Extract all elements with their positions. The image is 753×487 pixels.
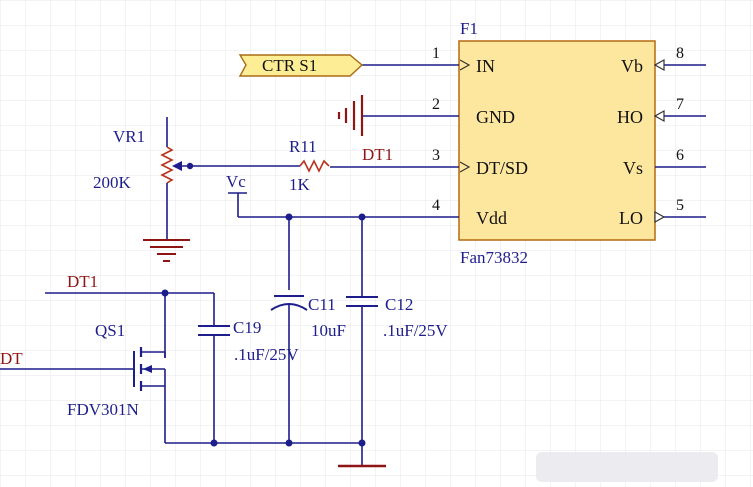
pin-name-dtsd: DT/SD	[476, 158, 528, 178]
c19-designator: C19	[233, 318, 261, 337]
pin-number-1: 1	[432, 45, 440, 62]
pin-name-in: IN	[476, 56, 495, 76]
c12-designator: C12	[385, 295, 413, 314]
pin-number-2: 2	[432, 96, 440, 113]
pin-ho-arrow-icon	[653, 109, 665, 123]
pin-vb-arrow-icon	[653, 58, 665, 72]
pin-name-vb: Vb	[621, 56, 643, 76]
ic-f1[interactable]: F1 Fan73832 1 2 3 4 8 7 6	[238, 19, 706, 267]
capacitor-c12[interactable]: C12 .1uF/25V	[346, 295, 448, 466]
c11-value: 10uF	[311, 321, 346, 340]
wiper-junction	[186, 162, 194, 170]
pin-dtsd-arrow-icon	[459, 161, 471, 173]
ground-symbol-vr1	[143, 239, 190, 262]
power-port-vc[interactable]: Vc	[226, 172, 247, 217]
vr1-designator: VR1	[113, 127, 145, 146]
qs1-designator: QS1	[95, 321, 125, 340]
c19-value: .1uF/25V	[234, 345, 299, 364]
capacitor-c19[interactable]: C19 .1uF/25V	[198, 318, 299, 443]
pin-name-lo: LO	[619, 208, 643, 228]
ic-designator: F1	[460, 19, 478, 38]
pin-number-5: 5	[676, 197, 684, 214]
c11-designator: C11	[308, 295, 336, 314]
watermark-blur	[536, 452, 718, 482]
junction-c19-bottom	[210, 439, 218, 447]
net-label-dt-left: DT	[0, 349, 23, 368]
c12-value: .1uF/25V	[383, 321, 448, 340]
port-label: CTR S1	[262, 56, 317, 75]
pin-number-7: 7	[676, 96, 684, 113]
pin-number-6: 6	[676, 147, 684, 164]
ground-symbol-pin2	[337, 95, 364, 136]
pin-number-8: 8	[676, 45, 684, 62]
pin-name-vdd: Vdd	[476, 208, 507, 228]
ic-part-number: Fan73832	[460, 248, 528, 267]
qs1-value: FDV301N	[67, 400, 139, 419]
potentiometer-vr1[interactable]: VR1 200K	[93, 117, 174, 240]
mosfet-arrow-icon	[143, 365, 152, 373]
pin-lo-arrow-icon	[654, 210, 666, 224]
vr1-value: 200K	[93, 173, 132, 192]
pin-in-arrow-icon	[459, 59, 471, 71]
ic-left-pin-lines	[238, 64, 459, 218]
mosfet-qs1[interactable]: QS1 FDV301N	[0, 321, 166, 443]
pin-number-4: 4	[432, 197, 440, 214]
resistor-r11[interactable]: R11 1K	[289, 137, 330, 194]
port-shape[interactable]	[238, 54, 364, 77]
junction-c12-bottom	[358, 439, 366, 447]
pin-number-3: 3	[432, 147, 440, 164]
r11-designator: R11	[289, 137, 317, 156]
pin-name-ho: HO	[617, 107, 643, 127]
ic-body[interactable]	[458, 40, 656, 241]
junction-c11-bottom	[285, 439, 293, 447]
pin-name-gnd: GND	[476, 107, 515, 127]
wiper-arrow-icon	[172, 161, 182, 171]
net-label-dt1-top: DT1	[362, 145, 393, 164]
net-label-dt1-left: DT1	[67, 272, 98, 291]
net-label-vc: Vc	[226, 172, 246, 191]
port-ctr-s1[interactable]: CTR S1	[238, 54, 364, 77]
pin-name-vs: Vs	[623, 158, 643, 178]
r11-value: 1K	[289, 175, 311, 194]
capacitor-c11[interactable]: C11 10uF	[270, 295, 346, 443]
